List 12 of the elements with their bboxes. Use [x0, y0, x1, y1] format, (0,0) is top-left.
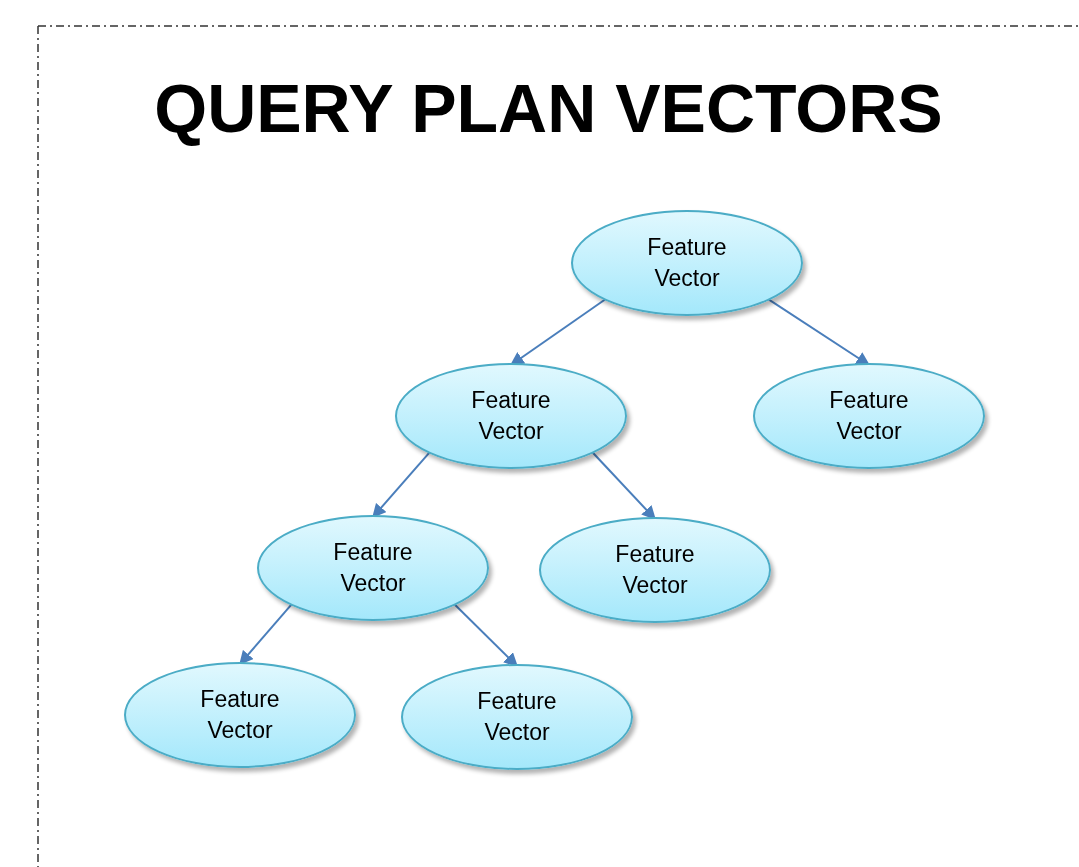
node-label: Feature Vector: [199, 685, 281, 745]
node-label: Feature Vector: [332, 538, 414, 598]
title: QUERY PLAN VECTORS: [153, 69, 944, 148]
node-label: Feature Vector: [470, 386, 552, 446]
arrow: [453, 603, 518, 667]
arrow: [591, 451, 656, 520]
node-label: Feature Vector: [614, 540, 696, 600]
arrow: [509, 298, 607, 366]
node-label: Feature Vector: [646, 233, 728, 293]
arrow: [767, 298, 871, 366]
node-label: Feature Vector: [828, 386, 910, 446]
node-label: Feature Vector: [476, 687, 558, 747]
